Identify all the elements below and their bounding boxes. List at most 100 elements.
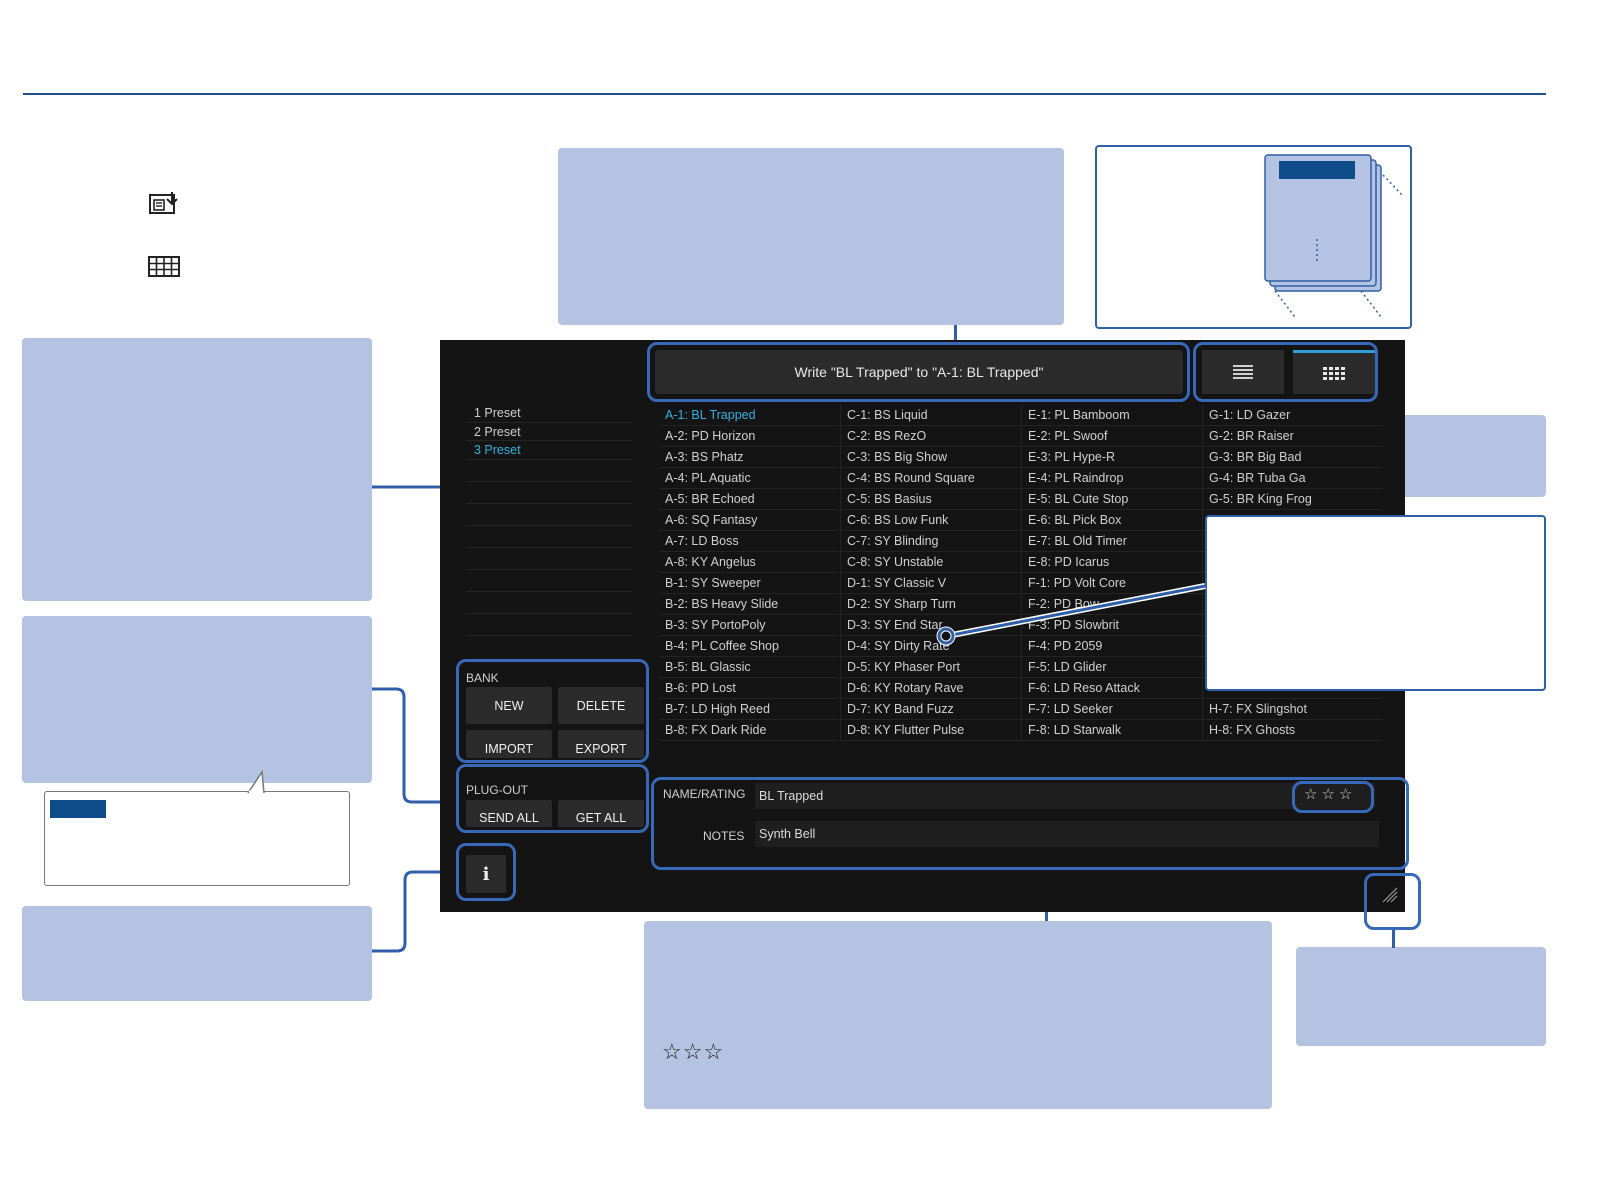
write-status-text: Write "BL Trapped" to "A-1: BL Trapped" (794, 364, 1044, 380)
callout-bank-buttons (22, 616, 372, 783)
patch-cell[interactable]: D-6: KY Rotary Rave (841, 678, 1021, 699)
patch-cell[interactable]: E-7: BL Old Timer (1022, 531, 1202, 552)
patch-cell[interactable]: A-4: PL Aquatic (659, 468, 839, 489)
bank-item-empty[interactable] (466, 592, 632, 614)
send-all-button[interactable]: SEND ALL (466, 800, 552, 827)
patch-cell[interactable]: F-5: LD Glider (1022, 657, 1202, 678)
patch-cell[interactable] (1203, 678, 1383, 699)
bank-item-empty[interactable] (466, 482, 632, 504)
patch-cell[interactable]: G-5: BR King Frog (1203, 489, 1383, 510)
callout-info (22, 906, 372, 1001)
patch-cell[interactable]: B-1: SY Sweeper (659, 573, 839, 594)
patch-cell[interactable]: B-2: BS Heavy Slide (659, 594, 839, 615)
patch-cell[interactable]: D-5: KY Phaser Port (841, 657, 1021, 678)
grid-view-button[interactable] (1293, 350, 1375, 394)
callout-resize (1296, 947, 1546, 1046)
patch-cell[interactable]: E-3: PL Hype-R (1022, 447, 1202, 468)
patch-cell[interactable]: C-8: SY Unstable (841, 552, 1021, 573)
patch-cell[interactable]: F-7: LD Seeker (1022, 699, 1202, 720)
patch-cell[interactable]: E-8: PD Icarus (1022, 552, 1202, 573)
patch-cell[interactable]: G-2: BR Raiser (1203, 426, 1383, 447)
patch-cell[interactable]: F-4: PD 2059 (1022, 636, 1202, 657)
callout-write-bar (558, 148, 1064, 325)
patch-cell[interactable]: B-8: FX Dark Ride (659, 720, 839, 741)
bank-item-empty[interactable] (466, 548, 632, 570)
patch-cell[interactable]: C-7: SY Blinding (841, 531, 1021, 552)
callout-name-rating: ☆☆☆ (644, 921, 1272, 1109)
patch-cell[interactable]: E-4: PL Raindrop (1022, 468, 1202, 489)
write-bar-highlight (647, 342, 1190, 402)
name-notes-highlight (651, 777, 1409, 870)
patch-cell[interactable]: E-1: PL Bamboom (1022, 405, 1202, 426)
patch-cell[interactable]: C-5: BS Basius (841, 489, 1021, 510)
patch-cell[interactable]: A-7: LD Boss (659, 531, 839, 552)
patch-cell[interactable]: D-2: SY Sharp Turn (841, 594, 1021, 615)
patch-cell-selected[interactable]: A-1: BL Trapped (659, 405, 839, 426)
name-rating-label: NAME/RATING (663, 787, 746, 801)
patch-cell[interactable]: B-3: SY PortoPoly (659, 615, 839, 636)
patch-cell[interactable]: A-3: BS Phatz (659, 447, 839, 468)
bank-item-empty[interactable] (466, 504, 632, 526)
patch-cell[interactable]: C-1: BS Liquid (841, 405, 1021, 426)
bank-export-button[interactable]: EXPORT (558, 730, 644, 758)
resize-handle[interactable] (1373, 880, 1403, 908)
info-highlight (456, 843, 516, 901)
write-status-bar[interactable]: Write "BL Trapped" to "A-1: BL Trapped" (655, 350, 1183, 394)
rating-stars[interactable]: ☆☆☆ (1304, 786, 1357, 803)
patch-cell[interactable]: B-7: LD High Reed (659, 699, 839, 720)
get-all-button[interactable]: GET ALL (558, 800, 644, 827)
notes-label: NOTES (703, 829, 745, 843)
patch-cell[interactable]: F-8: LD Starwalk (1022, 720, 1202, 741)
patch-cell[interactable]: F-1: PD Volt Core (1022, 573, 1202, 594)
connector-resize (1392, 928, 1395, 948)
patch-cell[interactable]: D-7: KY Band Fuzz (841, 699, 1021, 720)
bank-item[interactable]: 2 Preset (466, 423, 632, 441)
patch-cell[interactable]: H-8: FX Ghosts (1203, 720, 1383, 741)
callout-bank-diagram (1095, 145, 1412, 329)
bank-item-empty[interactable] (466, 570, 632, 592)
patch-cell[interactable]: B-5: BL Glassic (659, 657, 839, 678)
patch-cell[interactable]: B-6: PD Lost (659, 678, 839, 699)
patch-cell[interactable]: E-5: BL Cute Stop (1022, 489, 1202, 510)
patch-cell[interactable]: G-3: BR Big Bad (1203, 447, 1383, 468)
write-icon (148, 190, 182, 216)
patch-cell[interactable]: G-4: BR Tuba Ga (1203, 468, 1383, 489)
patch-cell[interactable]: D-3: SY End Star (841, 615, 1021, 636)
patch-cell[interactable]: A-6: SQ Fantasy (659, 510, 839, 531)
bank-item-empty[interactable] (466, 614, 632, 636)
bank-item[interactable]: 1 Preset (466, 404, 632, 423)
patch-cell[interactable]: D-1: SY Classic V (841, 573, 1021, 594)
patch-cell[interactable]: C-2: BS RezO (841, 426, 1021, 447)
bank-import-button[interactable]: IMPORT (466, 730, 552, 758)
plugout-panel-highlight (456, 764, 649, 833)
grid-view-legend-icon (148, 254, 180, 278)
patch-cell[interactable]: C-6: BS Low Funk (841, 510, 1021, 531)
patch-cell[interactable]: F-6: LD Reso Attack (1022, 678, 1202, 699)
patch-cell[interactable]: F-3: PD Slowbrit (1022, 615, 1202, 636)
patch-cell[interactable]: E-6: BL Pick Box (1022, 510, 1202, 531)
grid-view-icon (1323, 366, 1345, 380)
patch-cell[interactable]: C-4: BS Round Square (841, 468, 1021, 489)
info-button[interactable]: i (466, 855, 506, 893)
bank-delete-button[interactable]: DELETE (558, 687, 644, 724)
patch-cell[interactable]: A-2: PD Horizon (659, 426, 839, 447)
patch-cell[interactable]: E-2: PL Swoof (1022, 426, 1202, 447)
patch-cell[interactable]: G-1: LD Gazer (1203, 405, 1383, 426)
patch-name-field[interactable]: BL Trapped (755, 783, 1375, 809)
patch-cell[interactable]: B-4: PL Coffee Shop (659, 636, 839, 657)
notes-field[interactable]: Synth Bell (755, 821, 1379, 847)
bank-list: 1 Preset 2 Preset 3 Preset (466, 404, 632, 636)
patch-cell[interactable]: H-7: FX Slingshot (1203, 699, 1383, 720)
bank-new-button[interactable]: NEW (466, 687, 552, 724)
patch-cell[interactable]: A-8: KY Angelus (659, 552, 839, 573)
list-view-button[interactable] (1202, 350, 1284, 394)
patch-cell[interactable]: D-4: SY Dirty Rate (841, 636, 1021, 657)
patch-cell[interactable]: C-3: BS Big Show (841, 447, 1021, 468)
patch-cell[interactable]: D-8: KY Flutter Pulse (841, 720, 1021, 741)
bank-item-empty[interactable] (466, 526, 632, 548)
bank-item-selected[interactable]: 3 Preset (466, 441, 632, 460)
patch-cell[interactable]: A-5: BR Echoed (659, 489, 839, 510)
bank-item-empty[interactable] (466, 460, 632, 482)
